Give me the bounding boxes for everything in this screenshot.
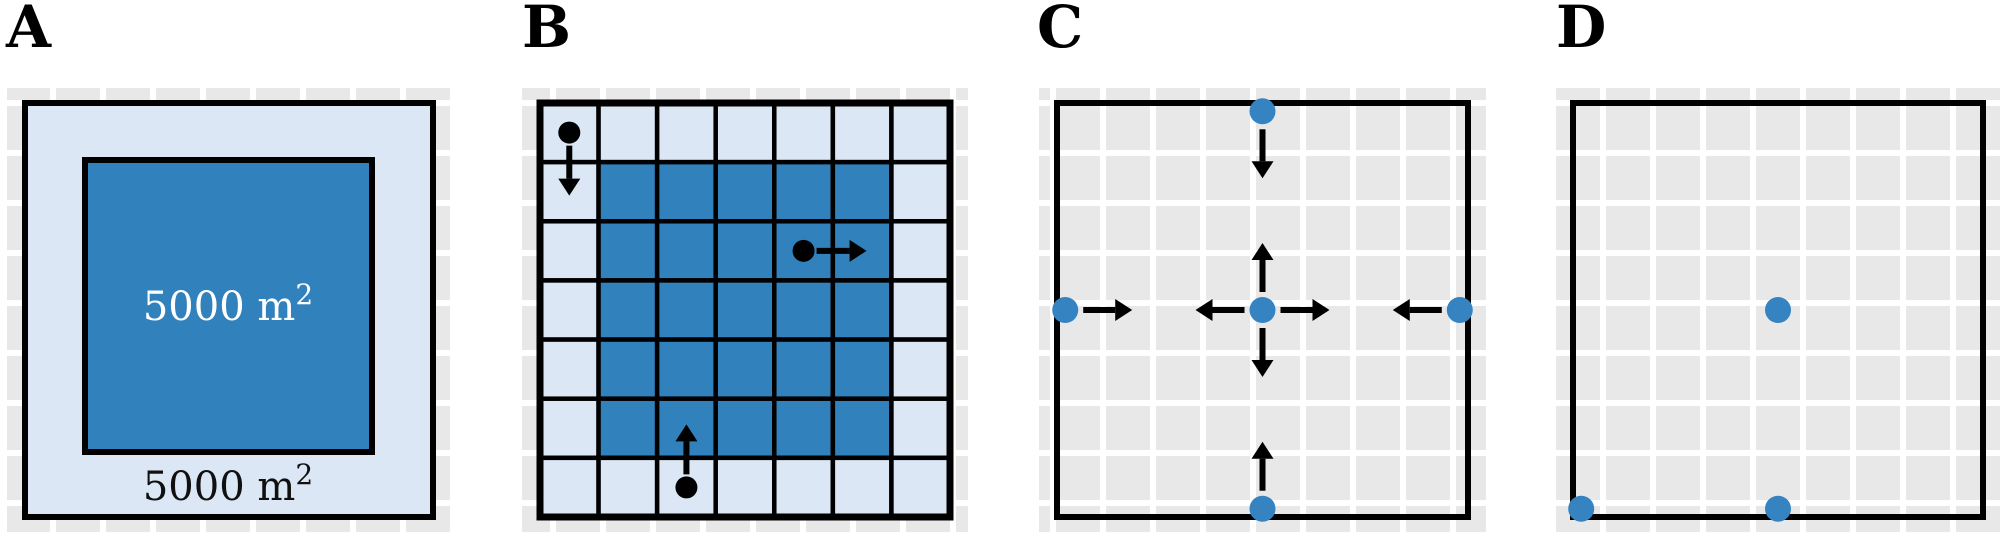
sampling-cell-grid	[536, 99, 954, 521]
arrow-down-icon	[558, 178, 581, 196]
grid-cell-sampled	[713, 337, 777, 401]
panel-b-label: B	[522, 0, 571, 61]
buffer-area-value: 5000 m	[143, 464, 295, 510]
grid-cell	[889, 159, 953, 224]
inner-core-square	[82, 157, 375, 455]
grid-cell	[654, 100, 718, 165]
inner-area-exponent: 2	[295, 278, 313, 311]
sampling-point-dot	[1052, 297, 1079, 323]
arrow-right-icon	[1312, 299, 1330, 321]
grid-cell	[772, 455, 836, 520]
sampling-point-dot	[1765, 495, 1791, 522]
inner-area-value: 5000 m	[143, 284, 295, 330]
grid-cell-sampled	[596, 219, 660, 283]
arrow-left-icon	[1392, 299, 1410, 321]
grid-cell-sampled	[654, 337, 718, 401]
grid-cell-sampled	[772, 159, 836, 224]
arrow-right-icon	[849, 239, 867, 262]
sampling-point-dot	[1249, 98, 1276, 125]
arrow-down-icon	[1251, 360, 1274, 377]
grid-cell-sampled	[830, 337, 894, 401]
grid-cell-sampled	[654, 159, 718, 224]
buffer-area-label: 5000 m2	[143, 458, 313, 510]
grid-cell-sampled	[713, 396, 777, 461]
grid-cell	[537, 337, 601, 401]
grid-cell-sampled	[772, 337, 836, 401]
grid-cell-sampled	[596, 278, 660, 342]
grid-cell-sampled	[596, 159, 660, 224]
sampling-points-group	[1568, 297, 1791, 522]
grid-cell-sampled	[830, 396, 894, 461]
sampling-point-dot	[1765, 297, 1791, 323]
grid-cell	[889, 278, 953, 342]
grid-cell	[889, 396, 953, 461]
panel-c: C	[1037, 0, 1486, 532]
arrow-left-icon	[1195, 299, 1213, 321]
grid-cell	[713, 100, 777, 165]
arrow-up-icon	[675, 424, 698, 442]
arrow-right-icon	[1115, 299, 1133, 321]
grid-cell-sampled	[772, 278, 836, 342]
arrow-down-icon	[1251, 161, 1274, 179]
grid-cell	[713, 455, 777, 520]
panel-a: 5000 m2 5000 m2 A	[5, 0, 451, 532]
buffer-area-exponent: 2	[295, 458, 313, 491]
grid-cell-sampled	[713, 219, 777, 283]
grid-cell	[889, 337, 953, 401]
arrow-up-icon	[1251, 441, 1274, 459]
grid-cell-sampled	[654, 278, 718, 342]
panel-b: B	[522, 0, 968, 532]
grid-border	[536, 99, 954, 521]
inner-area-label: 5000 m2	[143, 278, 313, 330]
sampling-points-group	[1052, 98, 1473, 522]
grid-cell	[537, 278, 601, 342]
grid-cell-sampled	[830, 159, 894, 224]
grid-cell	[830, 455, 894, 520]
grid-cell	[830, 100, 894, 165]
grid-cell	[772, 100, 836, 165]
panel-d: D	[1555, 0, 2001, 532]
panel-c-label: C	[1037, 0, 1083, 61]
sample-origin-dot	[558, 121, 581, 144]
grid-cell	[889, 100, 953, 165]
grid-cell	[889, 455, 953, 520]
sampling-point-dot	[1249, 297, 1276, 323]
grid-cell-sampled	[772, 396, 836, 461]
grid-cell	[537, 396, 601, 461]
grid-cell-sampled	[654, 219, 718, 283]
sample-origin-dot	[675, 476, 698, 499]
arrow-up-icon	[1251, 243, 1274, 260]
grid-cell-sampled	[830, 278, 894, 342]
grid-cell-sampled	[713, 159, 777, 224]
sampling-point-dot	[1568, 495, 1595, 522]
grid-cell	[537, 455, 601, 520]
panel-d-label: D	[1556, 0, 1606, 61]
grid-cell	[537, 219, 601, 283]
panel-a-label: A	[5, 0, 52, 61]
grid-cell	[596, 100, 660, 165]
sampling-point-dot	[1446, 297, 1473, 323]
grid-cell-sampled	[596, 396, 660, 461]
grid-cell-sampled	[713, 278, 777, 342]
grid-cell-sampled	[596, 337, 660, 401]
sampling-point-dot	[1249, 495, 1276, 522]
grid-cell	[889, 219, 953, 283]
grid-cell	[596, 455, 660, 520]
sample-origin-dot	[792, 239, 815, 262]
